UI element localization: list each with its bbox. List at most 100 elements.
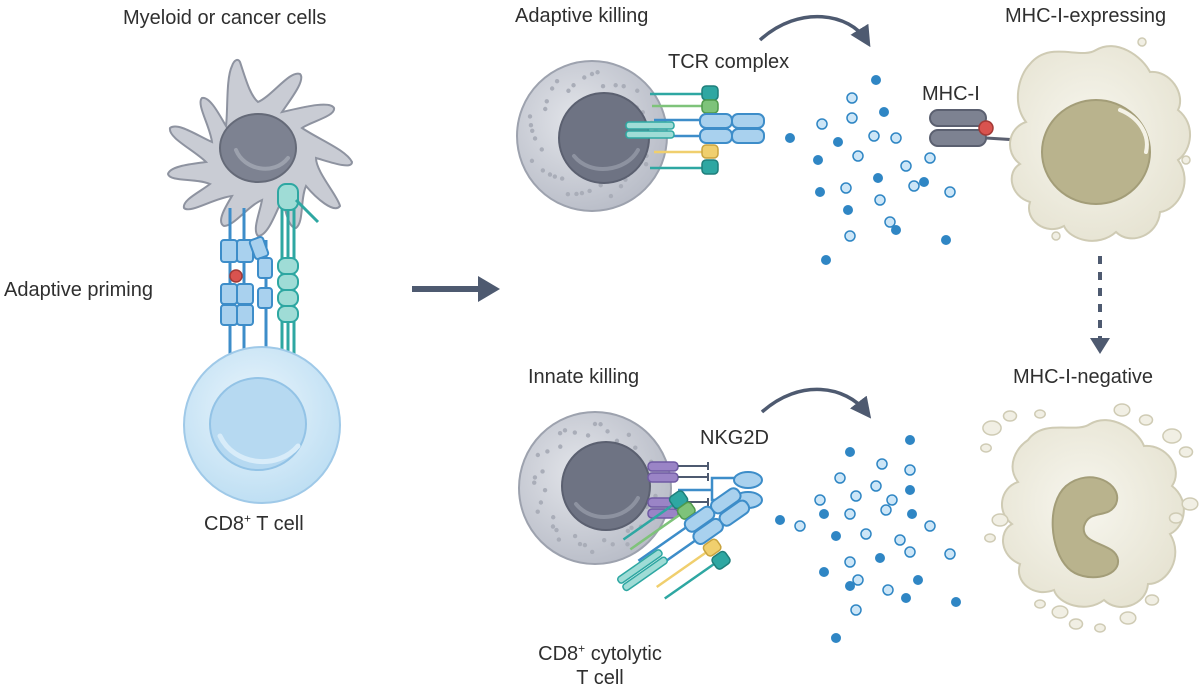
cd8c-suffix: cytolytic	[585, 643, 662, 665]
label-adaptive-priming: Adaptive priming	[4, 279, 153, 301]
speckle-dot	[653, 493, 658, 499]
bleb-fragment	[1144, 594, 1160, 606]
granule-dot	[882, 584, 894, 596]
speckle-dot	[635, 88, 640, 93]
speckle-dot	[562, 428, 568, 433]
speckle-dot	[539, 147, 544, 152]
speckle-dot	[589, 71, 595, 77]
granule-dot	[891, 225, 901, 235]
apoptotic-cell-icon	[980, 403, 1199, 633]
granule-dot	[833, 137, 843, 147]
speckle-dot	[535, 509, 540, 514]
bleb-fragment	[1168, 512, 1184, 524]
speckle-dot	[552, 174, 558, 179]
cd8-prefix: CD8	[204, 513, 245, 535]
speckle-dot	[582, 542, 588, 548]
bleb-fragment	[1034, 599, 1046, 609]
granule-dot	[944, 548, 956, 560]
granule-dot	[868, 130, 880, 142]
granule-dot	[924, 152, 936, 164]
speckle-dot	[643, 161, 649, 167]
tcr-complex-bottom	[617, 487, 751, 600]
nkg2d-receptor-icon	[647, 461, 763, 519]
speckle-dot	[544, 99, 549, 104]
granule-dot	[814, 494, 826, 506]
bleb-fragment	[1002, 410, 1018, 422]
granule-dot	[919, 177, 929, 187]
granule-dot	[875, 553, 885, 563]
granule-cluster-icon	[785, 75, 956, 265]
granule-dot	[886, 494, 898, 506]
speckle-dot	[572, 430, 578, 435]
granule-dot	[852, 150, 864, 162]
speckle-dot	[614, 438, 620, 444]
speckle-dot	[535, 452, 541, 458]
speckle-dot	[551, 515, 556, 520]
granule-dot	[944, 186, 956, 198]
granule-dot	[941, 235, 951, 245]
bleb-fragment	[1119, 611, 1137, 625]
granule-dot	[834, 472, 846, 484]
speckle-dot	[613, 83, 618, 88]
speckle-dot	[592, 421, 598, 427]
cytoplasm-speckles-bottom	[532, 421, 658, 555]
speckle-dot	[554, 78, 560, 84]
speckle-dot	[625, 528, 631, 534]
granule-dot	[845, 581, 855, 591]
bleb-fragment	[982, 420, 1002, 436]
bleb-fragment	[1181, 497, 1199, 511]
cd8-cytolytic-line1: CD8+ cytolytic	[515, 642, 685, 666]
cd8-suffix: T cell	[251, 513, 304, 535]
label-cd8-t-cell: CD8+ T cell	[204, 512, 304, 536]
bleb-fragment	[991, 513, 1009, 527]
cd8-t-cell-icon	[183, 346, 341, 504]
bleb-fragment	[1068, 618, 1084, 630]
speckle-dot	[532, 480, 537, 485]
granule-dot	[876, 458, 888, 470]
granule-dot	[775, 515, 785, 525]
speckle-dot	[587, 188, 592, 194]
granule-dot	[924, 520, 936, 532]
granule-dot	[850, 604, 862, 616]
label-nkg2d: NKG2D	[700, 427, 769, 449]
dashed-arrow-head	[1090, 338, 1110, 354]
speckle-dot	[602, 537, 607, 543]
granule-dot	[890, 132, 902, 144]
granule-dot	[840, 182, 852, 194]
speckle-dot	[538, 500, 544, 505]
bleb-fragment	[1094, 623, 1106, 633]
speckle-dot	[559, 176, 565, 181]
speckle-dot	[608, 193, 614, 199]
cytolytic-t-cell-icon-top	[516, 60, 668, 212]
label-mhc-i-negative: MHC-I-negative	[1013, 366, 1154, 388]
granule-dot	[870, 480, 882, 492]
granule-dot	[884, 216, 896, 228]
curved-arrow-bottom	[760, 387, 872, 419]
cd8c-superscript: +	[578, 641, 586, 656]
granule-dot	[813, 155, 823, 165]
speckle-dot	[572, 533, 578, 539]
speckle-dot	[558, 444, 563, 449]
speckle-dot	[598, 422, 603, 427]
speckle-dot	[571, 83, 576, 88]
bleb-fragment	[1051, 605, 1069, 619]
speckle-dot	[540, 168, 546, 173]
granule-dot	[785, 133, 795, 143]
granule-cluster-icon-bottom	[775, 435, 961, 643]
granule-dot	[901, 593, 911, 603]
speckle-dot	[585, 433, 591, 438]
granule-dot	[908, 180, 920, 192]
target-cell-icon	[1009, 37, 1192, 242]
bleb-fragment	[1034, 409, 1046, 419]
granule-dot	[850, 490, 862, 502]
speckle-dot	[590, 549, 595, 555]
speckle-dot	[577, 541, 583, 547]
tcr-complex-icon	[220, 208, 273, 360]
speckle-dot	[549, 86, 555, 91]
granule-dot	[794, 520, 806, 532]
granule-dot	[846, 112, 858, 124]
granule-dot	[860, 528, 872, 540]
granule-dot	[816, 118, 828, 130]
speckle-dot	[542, 487, 548, 493]
curved-arrow-top	[758, 15, 871, 48]
